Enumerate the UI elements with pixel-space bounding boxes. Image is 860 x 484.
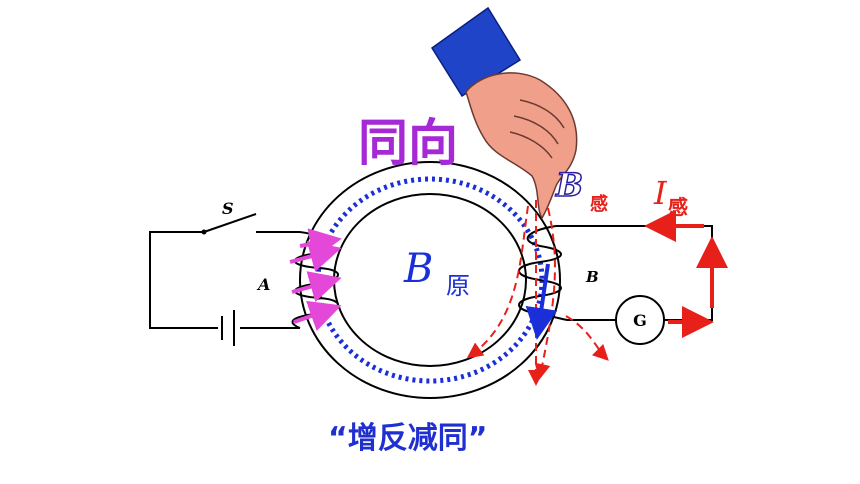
coil-b-label: B: [585, 268, 599, 286]
induced-field-arrow: [525, 263, 558, 340]
b-original-label: B 原: [403, 246, 470, 300]
caption-rule: “增反减同”: [328, 421, 487, 456]
induced-current-arrows: [644, 210, 728, 338]
switch-label: S: [222, 199, 234, 218]
switch: S: [201, 199, 257, 235]
induced-field-lines: [466, 200, 609, 386]
b-original-symbol: B: [403, 246, 433, 292]
primary-current-arrows: [289, 228, 342, 332]
right-hand-icon: [430, 6, 578, 220]
coil-a-label: A: [256, 275, 270, 294]
b-induced-subscript: 感: [590, 193, 608, 215]
b-original-subscript: 原: [446, 272, 470, 300]
i-induced-symbol: I: [653, 174, 668, 212]
galvanometer-label: G: [633, 311, 647, 330]
battery: [221, 310, 235, 346]
galvanometer: G: [615, 295, 665, 345]
i-induced-label: I 感: [653, 174, 688, 219]
i-induced-subscript: 感: [668, 195, 688, 219]
b-induced-symbol: B: [555, 166, 583, 204]
title-same-direction: 同向: [358, 114, 458, 172]
primary-circuit: [149, 231, 300, 329]
b-induced-label: B 感: [554, 165, 608, 215]
